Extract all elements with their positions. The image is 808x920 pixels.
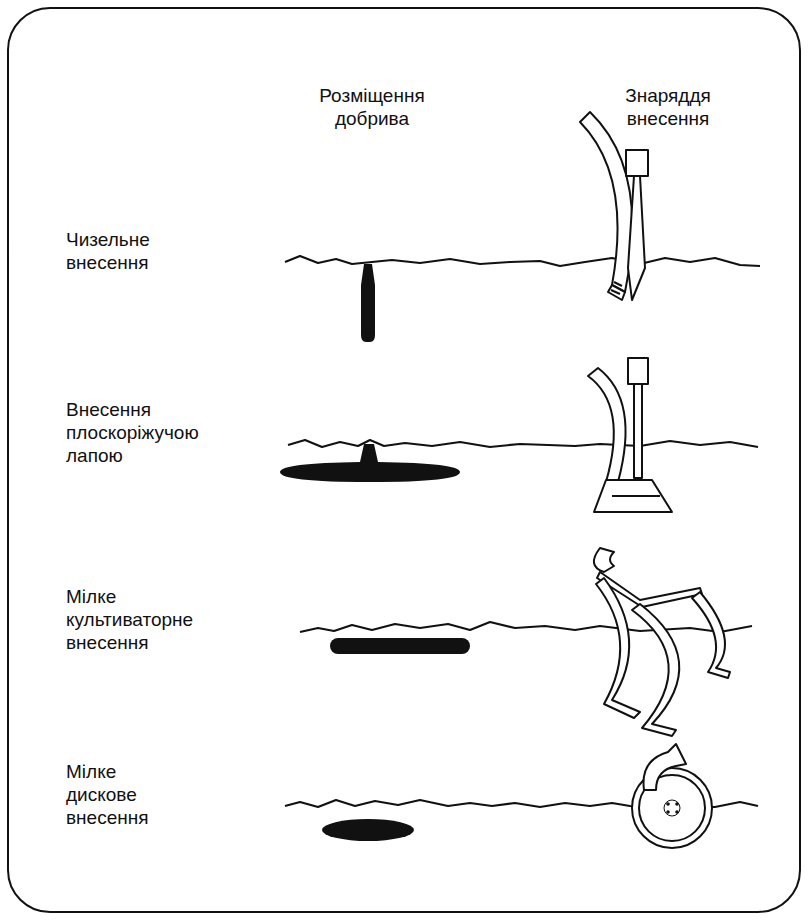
row-label: Чизельне внесення xyxy=(66,228,178,274)
sweep-tool xyxy=(588,358,672,512)
frame xyxy=(8,8,800,912)
row-label: Мілке культиваторне внесення xyxy=(66,585,216,654)
chisel-band xyxy=(361,264,375,342)
disc-tool xyxy=(632,744,712,848)
row-label: Внесення плоскоріжучою лапою xyxy=(66,398,216,467)
row-label: Мілке дискове внесення xyxy=(66,760,170,829)
cultivator-tool xyxy=(594,548,730,736)
implements xyxy=(580,112,730,848)
column-header: Знаряддя внесення xyxy=(588,84,748,130)
sweep-band xyxy=(280,444,460,482)
soil-lines xyxy=(285,256,760,807)
cultivator-band xyxy=(330,638,470,654)
disc-band xyxy=(322,819,414,841)
column-header: Розміщення добрива xyxy=(292,84,452,130)
fertilizer-placement xyxy=(280,264,470,841)
chisel-tool xyxy=(580,112,648,300)
